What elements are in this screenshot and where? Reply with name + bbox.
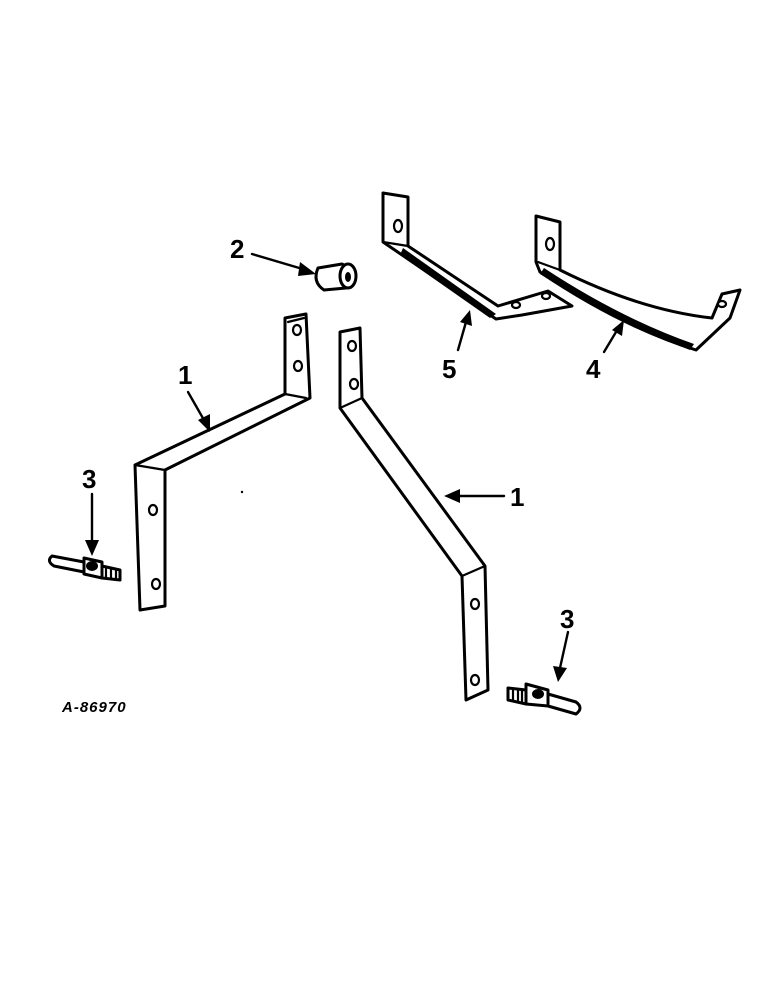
strap-5-hole-foot-a xyxy=(510,300,522,310)
callout-pin-right: 3 xyxy=(560,604,574,634)
pin-left-part-3 xyxy=(47,554,122,582)
bracket-left-hole-3 xyxy=(147,503,159,517)
pin-right-part-3 xyxy=(506,682,582,716)
bracket-left-part-1 xyxy=(133,312,312,612)
leader-lines xyxy=(85,252,624,682)
strap-part-5 xyxy=(381,191,574,321)
bracket-right-hole-3 xyxy=(469,597,481,611)
bracket-right-hole-1 xyxy=(346,339,358,353)
bracket-left-hole-4 xyxy=(150,577,162,591)
stray-dot xyxy=(240,490,244,494)
strap-4-hole-top xyxy=(544,236,556,252)
callout-spacer: 2 xyxy=(230,234,244,264)
bracket-left-hole-1 xyxy=(291,323,303,337)
strap-5-hole-foot-b xyxy=(540,291,552,301)
spacer-part-2 xyxy=(314,262,358,292)
bracket-right-hole-4 xyxy=(469,673,481,687)
callout-bracket-left: 1 xyxy=(178,360,192,390)
strap-4-hole-foot xyxy=(716,299,728,309)
callout-strap-rear: 4 xyxy=(586,354,601,384)
reference-code: A-86970 xyxy=(61,699,127,716)
callout-strap-front: 5 xyxy=(442,354,456,384)
callout-bracket-right: 1 xyxy=(510,482,524,512)
bracket-right-part-1 xyxy=(338,326,490,702)
bracket-right-hole-2 xyxy=(348,377,360,391)
bracket-left-hole-2 xyxy=(292,359,304,373)
strap-5-hole-top xyxy=(392,218,404,234)
callout-pin-left: 3 xyxy=(82,464,96,494)
strap-part-4 xyxy=(534,214,742,352)
